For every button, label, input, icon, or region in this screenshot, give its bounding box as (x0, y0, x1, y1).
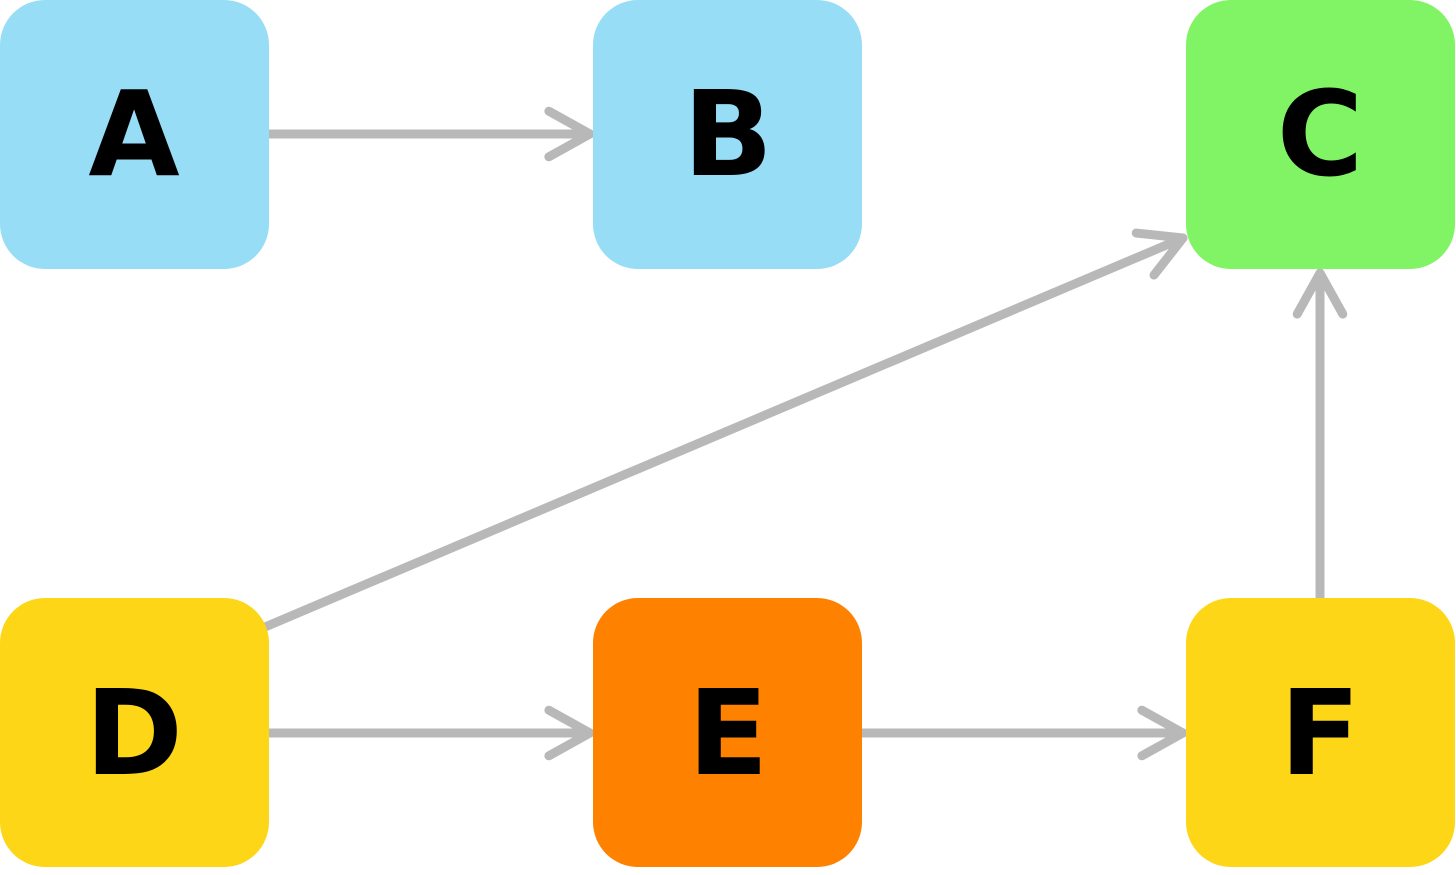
edge-a-to-b (260, 106, 595, 162)
node-c-label: C (1277, 65, 1364, 203)
arrowhead-icon (544, 705, 595, 761)
node-e[interactable]: E (593, 598, 862, 867)
arrowhead-icon (1137, 705, 1188, 761)
edge-e-to-f (854, 705, 1188, 761)
node-e-box (593, 598, 862, 867)
node-b[interactable]: B (593, 0, 862, 269)
node-d[interactable]: D (0, 598, 269, 867)
arrowhead-icon (1131, 228, 1188, 280)
arrowhead-icon (1292, 268, 1348, 319)
edges-layer (260, 106, 1348, 761)
edge-f-to-c (1292, 268, 1348, 605)
arrowhead-icon (544, 106, 595, 162)
node-d-box (0, 598, 269, 867)
edge-d-to-c (260, 228, 1188, 632)
node-f-box (1186, 598, 1455, 867)
node-e-label: E (688, 664, 769, 802)
node-d-label: D (85, 664, 183, 802)
node-a[interactable]: A (0, 0, 269, 269)
node-f[interactable]: F (1186, 598, 1455, 867)
node-c[interactable]: C (1186, 0, 1455, 269)
node-a-box (0, 0, 269, 269)
node-c-box (1186, 0, 1455, 269)
node-f-label: F (1280, 664, 1361, 802)
edge-line (260, 233, 1188, 632)
node-a-label: A (88, 65, 179, 203)
node-b-box (593, 0, 862, 269)
edge-d-to-e (260, 705, 595, 761)
node-b-label: B (683, 65, 773, 203)
